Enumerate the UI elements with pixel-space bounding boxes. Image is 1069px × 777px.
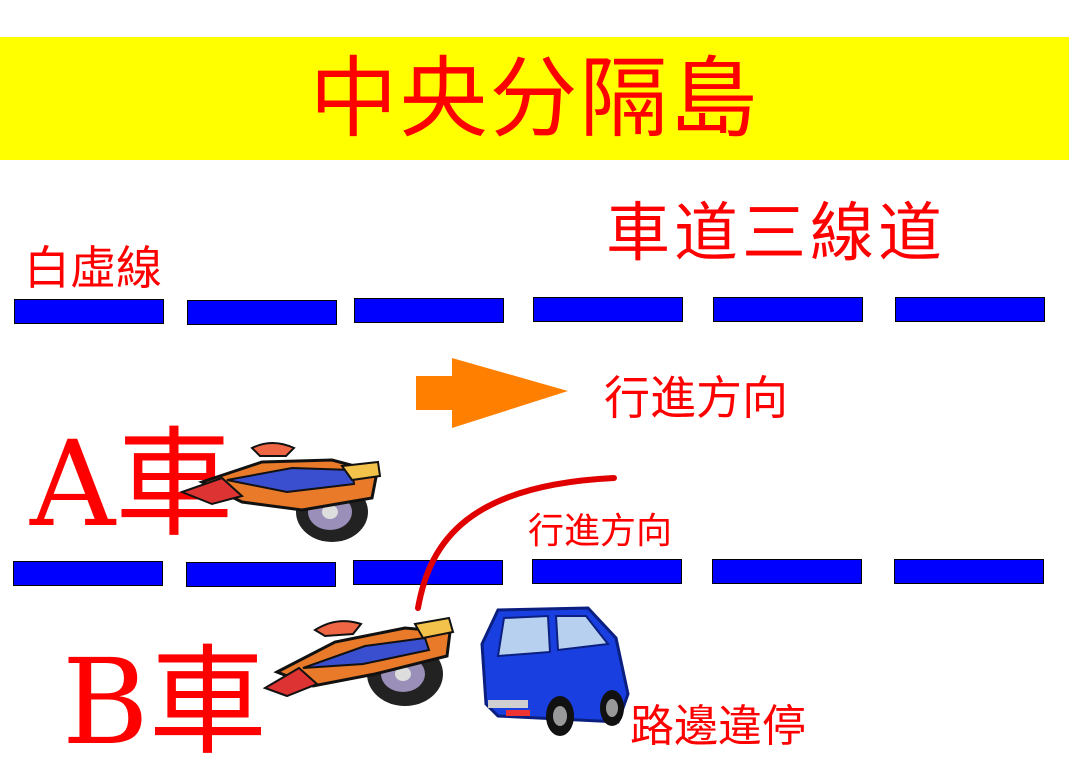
direction-label-lower: 行進方向	[528, 511, 673, 552]
banner-title: 中央分隔島	[309, 47, 760, 150]
lane-dash	[14, 299, 164, 324]
illegal-parking-label: 路邊違停	[630, 701, 806, 752]
vehicle-b-label: B車	[62, 633, 267, 771]
motorcycle-icon	[179, 442, 382, 542]
lane-dash	[894, 559, 1044, 584]
lane-dash	[354, 298, 504, 323]
lane-dash	[186, 562, 336, 587]
lane-dash	[533, 297, 683, 322]
motorcycle-icon	[262, 616, 455, 706]
lane-dash	[712, 559, 862, 584]
lane-dash	[532, 559, 682, 584]
lane-change-path	[415, 475, 617, 611]
lane-dash	[713, 297, 863, 322]
lane-dash	[895, 297, 1045, 322]
lane-dash	[187, 300, 337, 325]
lane-count-title: 車道三線道	[606, 197, 946, 271]
lane-dash	[13, 561, 163, 586]
median-banner: 中央分隔島	[0, 37, 1069, 160]
direction-label-upper: 行進方向	[604, 371, 788, 425]
dashed-line-label: 白虛線	[24, 241, 162, 295]
arrow-right-icon	[416, 358, 568, 428]
vehicle-a-label: A車	[30, 415, 234, 553]
car-icon	[480, 606, 630, 736]
